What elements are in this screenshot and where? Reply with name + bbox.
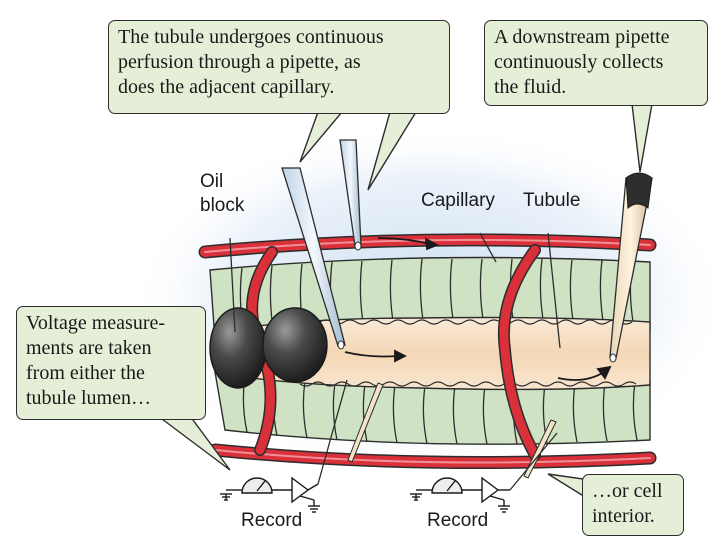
label-oil-block-line-1: Oil	[200, 171, 224, 192]
brush-border-bottom	[299, 381, 637, 387]
callout-cell-interior: …or cell interior.	[582, 474, 684, 536]
callout-perfusion-line-3: does the adjacent capillary.	[118, 76, 335, 98]
perfusion-pipette-capillary	[339, 139, 362, 251]
callout-voltage-line-1: Voltage measure-	[26, 312, 166, 334]
microelectrode-lumen	[347, 382, 384, 463]
callout-collect: A downstream pipette continuously collec…	[484, 20, 708, 106]
label-record-right: Record	[427, 510, 489, 531]
label-oil-block-line-2: block	[200, 195, 245, 216]
collecting-pipette	[609, 172, 653, 363]
label-tubule: Tubule	[523, 190, 581, 211]
callout-pointers	[155, 103, 653, 502]
callout-perfusion-line-1: The tubule undergoes continuous	[118, 26, 384, 48]
flow-arrows	[344, 237, 612, 381]
label-capillary: Capillary	[421, 190, 495, 211]
callout-voltage-line-4: tubule lumen…	[26, 387, 151, 409]
callout-perfusion: The tubule undergoes continuous perfusio…	[108, 20, 450, 114]
callout-cell-line-1: …or cell	[592, 480, 663, 502]
capillary-vessel	[198, 233, 657, 469]
callout-collect-line-3: the fluid.	[494, 76, 567, 98]
leader-lines	[229, 232, 561, 491]
callout-voltage-line-3: from either the	[26, 362, 145, 384]
brush-border-top	[319, 319, 633, 325]
perfusion-pipette-tubule	[281, 167, 346, 350]
callout-collect-line-1: A downstream pipette	[494, 26, 670, 48]
callout-perfusion-line-2: perfusion through a pipette, as	[118, 51, 361, 73]
voltmeter-left	[220, 476, 320, 513]
voltmeter-right	[410, 476, 510, 513]
callout-collect-line-2: continuously collects	[494, 51, 664, 73]
label-oil-block: Oil block	[200, 170, 244, 218]
callout-cell-line-2: interior.	[592, 505, 655, 527]
callout-voltage: Voltage measure- ments are taken from ei…	[16, 306, 206, 420]
oil-block-left	[209, 307, 267, 389]
label-record-left: Record	[241, 510, 303, 531]
oil-block-right	[262, 307, 328, 383]
callout-voltage-line-2: ments are taken	[26, 337, 152, 359]
